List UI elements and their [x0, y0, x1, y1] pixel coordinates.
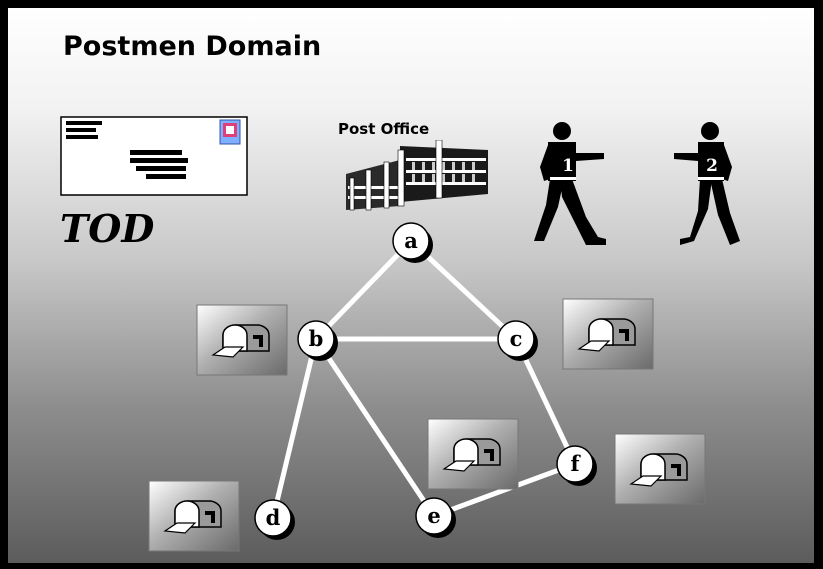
page-title: Postmen Domain: [63, 31, 322, 62]
node-label: f: [570, 451, 581, 476]
edge-e-f: [433, 461, 576, 519]
post-office-building-icon: [346, 140, 488, 211]
node-d: d: [254, 499, 295, 540]
edge-b-e: [313, 337, 437, 518]
post-office-label: Post Office: [338, 120, 430, 138]
postman-2-number: 2: [706, 156, 718, 176]
node-label: d: [266, 505, 281, 530]
postman-1-number: 1: [562, 156, 574, 176]
stamp-icon: [219, 119, 241, 145]
edge-b-d: [270, 338, 319, 519]
edge-a-b: [314, 239, 413, 341]
tod-label: TOD: [60, 206, 155, 251]
node-label: b: [309, 326, 324, 351]
letter-envelope-icon: [60, 116, 248, 196]
mailbox-icon: [614, 433, 706, 505]
postman-walking-icon: 2: [674, 122, 740, 245]
mailbox-icon: [562, 298, 654, 370]
node-label: a: [404, 228, 418, 253]
slide-panel: Postmen Domain TOD Post Office: [8, 8, 814, 563]
edge-a-c: [409, 239, 518, 341]
graph-diagram: a b c d e f: [148, 222, 706, 552]
node-b: b: [297, 320, 338, 361]
node-f: f: [556, 445, 597, 486]
node-e: e: [415, 497, 456, 538]
node-c: c: [497, 320, 538, 361]
mailbox-icon: [427, 418, 519, 490]
node-a: a: [392, 222, 433, 263]
postman-walking-icon: 1: [534, 122, 606, 245]
mailbox-icon: [148, 480, 240, 552]
node-label: c: [510, 326, 523, 351]
mailbox-icon: [196, 304, 288, 376]
node-label: e: [427, 503, 440, 528]
